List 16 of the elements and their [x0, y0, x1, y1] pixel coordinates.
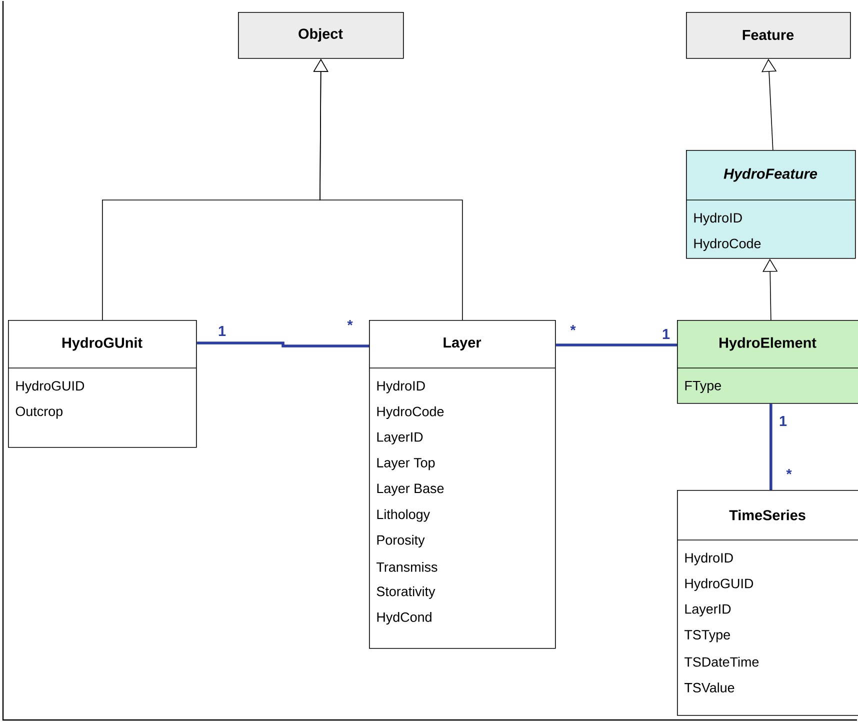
- association-line: [556, 344, 677, 346]
- multiplicity: *: [347, 320, 353, 326]
- class-box: HydroFeature HydroID HydroCode: [686, 150, 856, 259]
- multiplicity: *: [570, 325, 576, 330]
- multiplicity: 1: [218, 326, 226, 336]
- class-box: TimeSeries HydroID HydroGUID LayerID TSType TSDateTime TSValue: [676, 490, 858, 716]
- class-box: HydroElement FType: [676, 320, 858, 404]
- class-box: Feature: [686, 12, 851, 59]
- association-line: [770, 404, 772, 490]
- class-box: Object: [238, 12, 404, 59]
- class-box: Layer HydroID HydroCode LayerID Layer Top Layer Base Lithology Porosity Transmiss Storativity HydCond: [368, 320, 556, 649]
- association-line: [196, 342, 369, 348]
- multiplicity: *: [786, 469, 792, 474]
- class-box: HydroGUnit HydroGUID Outcrop: [8, 320, 197, 448]
- multiplicity: 1: [662, 329, 670, 339]
- multiplicity: 1: [780, 416, 787, 426]
